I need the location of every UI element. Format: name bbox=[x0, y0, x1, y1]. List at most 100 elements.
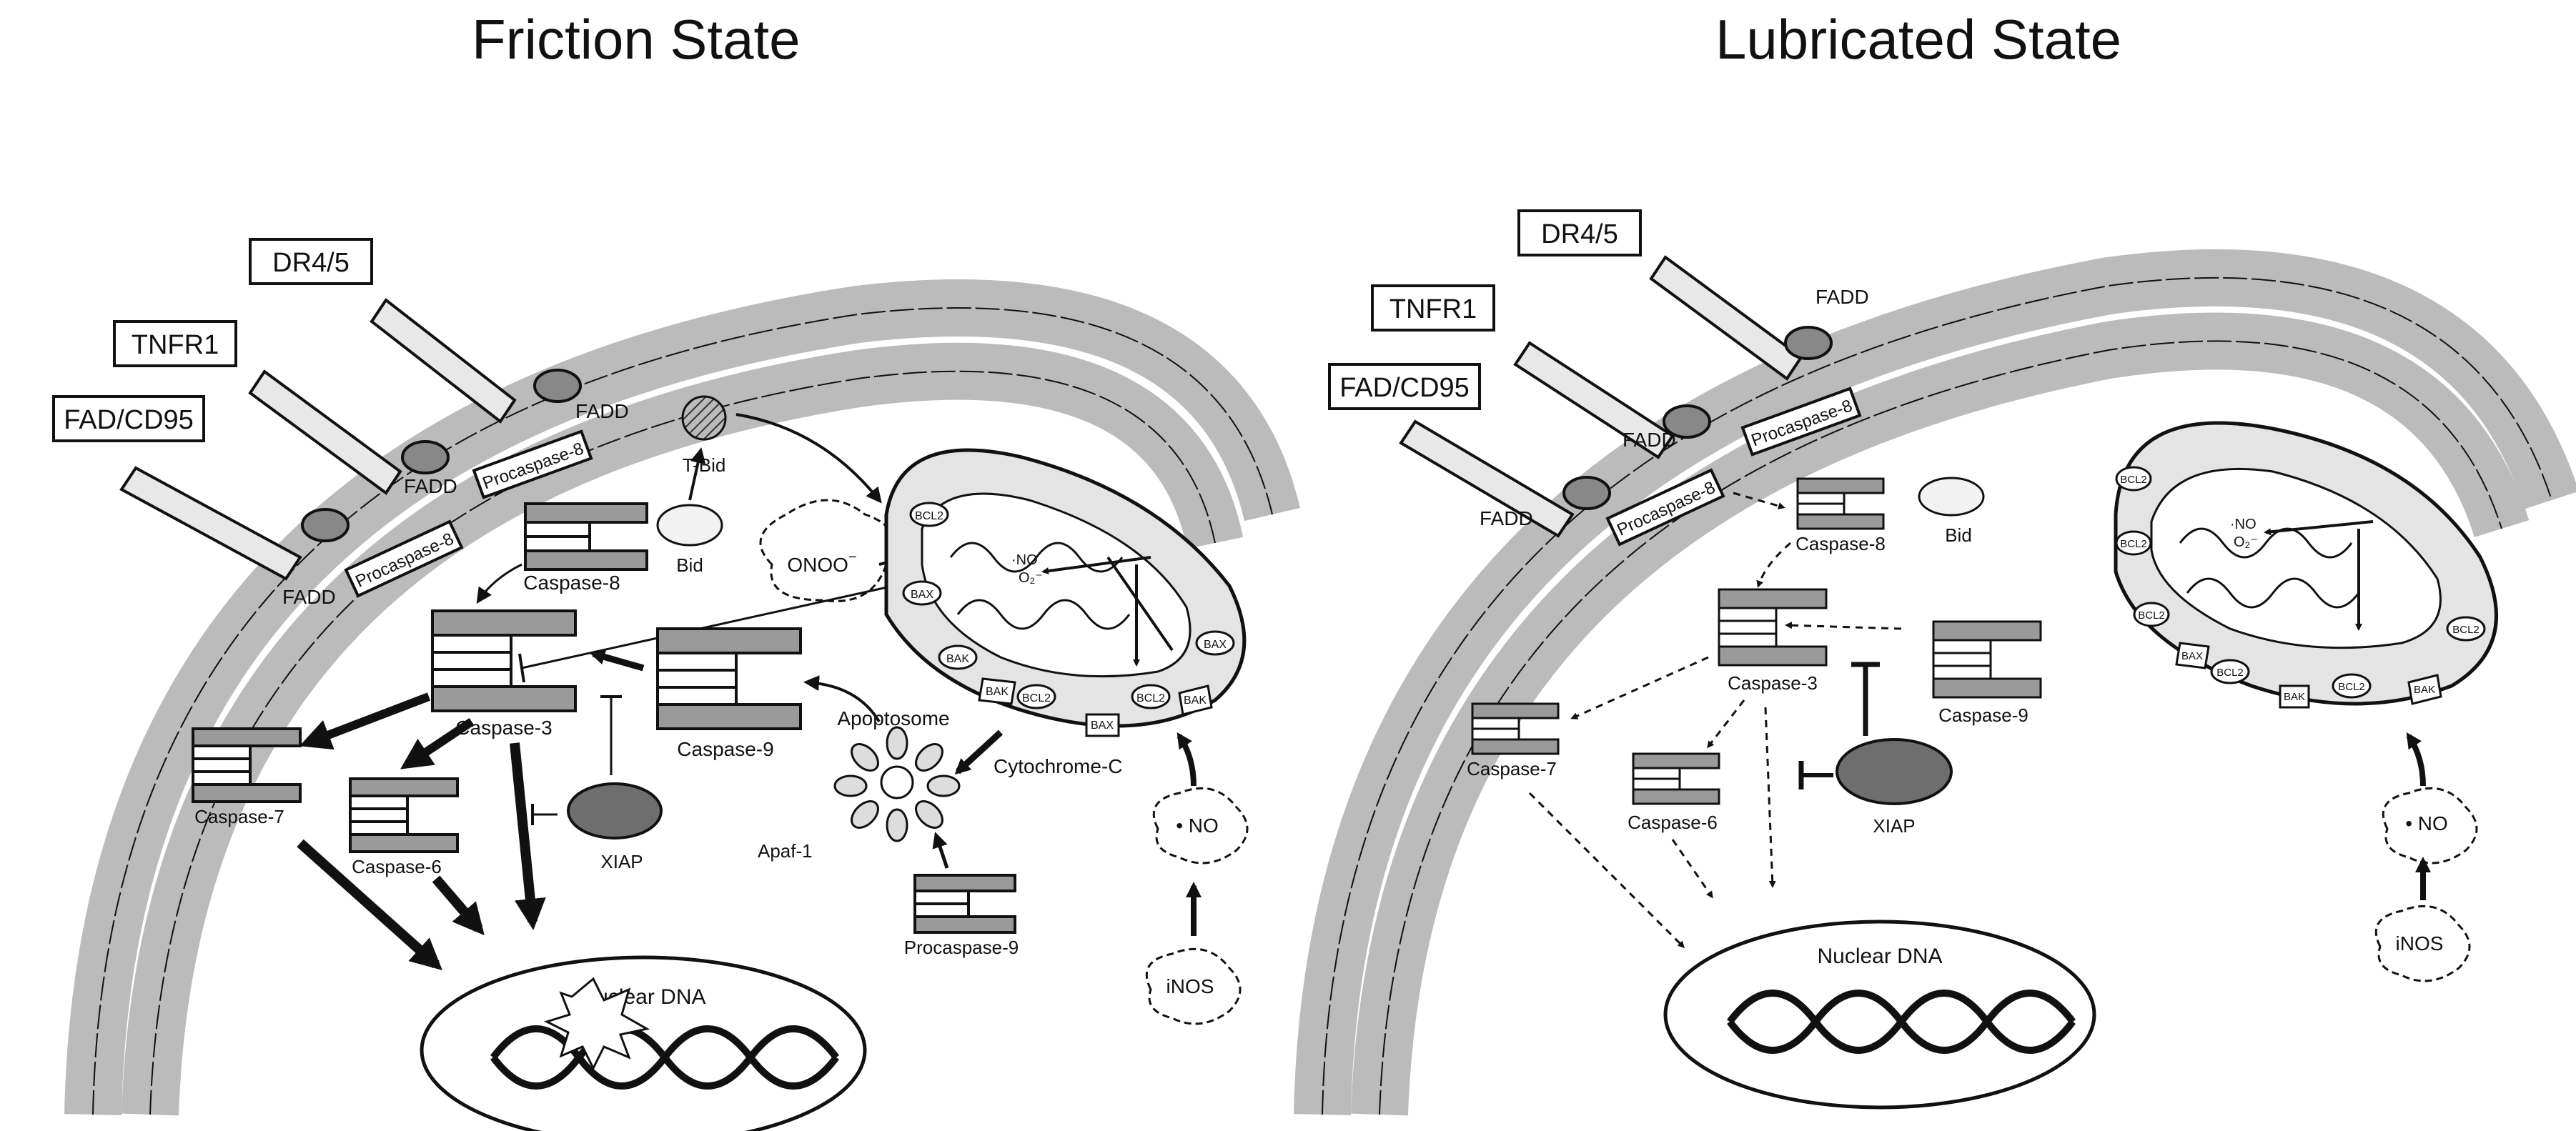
fadd-label-right-3: FADD bbox=[1815, 286, 1869, 308]
inos-label-right: iNOS bbox=[2396, 932, 2444, 955]
dna-helix-right bbox=[1727, 990, 2076, 1054]
cell-membrane-left bbox=[64, 279, 1300, 1116]
cytochrome-c-label-left: Cytochrome-C bbox=[994, 755, 1122, 777]
no-label-right: • NO bbox=[2405, 812, 2448, 834]
fadcd95-label-right: FAD/CD95 bbox=[1328, 363, 1481, 410]
svg-text:BAK: BAK bbox=[986, 686, 1009, 698]
svg-text:·NO: ·NO bbox=[2230, 517, 2257, 532]
svg-text:BCL2: BCL2 bbox=[2120, 538, 2147, 550]
procaspase9-label-left: Procaspase-9 bbox=[904, 937, 1019, 958]
caspase3-glyph-left bbox=[431, 609, 577, 712]
caspase3-glyph-right bbox=[1718, 588, 1828, 667]
caspase9-label-right: Caspase-9 bbox=[1938, 704, 2028, 726]
inos-label-left: iNOS bbox=[1166, 975, 1214, 997]
svg-text:BCL2: BCL2 bbox=[1136, 692, 1165, 704]
caspase7-label-right: Caspase-7 bbox=[1467, 758, 1557, 779]
svg-text:FAD/CD95: FAD/CD95 bbox=[1339, 373, 1470, 403]
procaspase9-glyph-left bbox=[913, 874, 1016, 934]
caspase8-label-right: Caspase-8 bbox=[1795, 533, 1886, 554]
svg-text:BAK: BAK bbox=[2284, 691, 2305, 703]
caspase8-glyph-left bbox=[524, 502, 648, 571]
bid-label-left: Bid bbox=[676, 554, 703, 576]
caspase7-label-left: Caspase-7 bbox=[194, 806, 284, 827]
onoo-label-left: ONOO− bbox=[787, 549, 856, 576]
nucleus-right bbox=[1663, 920, 2096, 1110]
dr45-label-right: DR4/5 bbox=[1517, 209, 1642, 256]
xiap-label-right: XIAP bbox=[1873, 815, 1915, 837]
friction-state-title: Friction State bbox=[472, 8, 801, 71]
svg-text:BCL2: BCL2 bbox=[2338, 681, 2365, 693]
bid-left bbox=[656, 504, 723, 547]
svg-text:BCL2: BCL2 bbox=[2138, 609, 2165, 622]
inos-cloud-right bbox=[2374, 905, 2471, 982]
caspase8-glyph-right bbox=[1796, 477, 1885, 530]
svg-text:BAX: BAX bbox=[1091, 719, 1114, 732]
svg-text:DR4/5: DR4/5 bbox=[272, 248, 350, 278]
xiap-label-left: XIAP bbox=[600, 851, 643, 872]
svg-text:DR4/5: DR4/5 bbox=[1541, 219, 1618, 249]
svg-text:BCL2: BCL2 bbox=[1022, 692, 1051, 704]
caspase3-label-left: Caspase-3 bbox=[455, 717, 552, 739]
caspase6-label-right: Caspase-6 bbox=[1628, 812, 1718, 833]
fadd-label-left-3: FADD bbox=[575, 400, 629, 422]
caspase6-glyph-right bbox=[1632, 752, 1720, 805]
svg-text:BAK: BAK bbox=[1184, 694, 1207, 707]
svg-text:BAK: BAK bbox=[946, 653, 969, 665]
fadcd95-label-left: FAD/CD95 bbox=[52, 395, 205, 442]
xiap-left bbox=[567, 782, 663, 839]
caspase9-label-left: Caspase-9 bbox=[677, 738, 773, 760]
no-cloud-right bbox=[2382, 787, 2478, 865]
xiap-right bbox=[1836, 738, 1953, 805]
svg-text:BAX: BAX bbox=[1204, 639, 1227, 651]
svg-text:BAK: BAK bbox=[2414, 684, 2435, 696]
receptors-left bbox=[119, 298, 582, 581]
dna-damage-burst-left bbox=[544, 977, 650, 1071]
caspase6-label-left: Caspase-6 bbox=[352, 856, 442, 877]
nuclear-dna-label-right: Nuclear DNA bbox=[1817, 945, 1942, 968]
svg-text:·NO: ·NO bbox=[1011, 552, 1038, 568]
caspase6-glyph-left bbox=[349, 777, 459, 853]
caspase7-glyph-left bbox=[192, 727, 302, 803]
caspase8-label-left: Caspase-8 bbox=[523, 572, 620, 594]
mitochondrion-right: ·NO O₂⁻ BCL2 BCL2 BCL2 BCL2 BCL2 BCL2 BA… bbox=[2114, 421, 2498, 709]
inos-cloud-left bbox=[1145, 947, 1242, 1025]
fadd-label-right-1: FADD bbox=[1480, 507, 1533, 529]
svg-text:BAX: BAX bbox=[911, 589, 933, 601]
dna-helix-left bbox=[490, 1025, 839, 1090]
cell-membrane-right bbox=[1294, 249, 2576, 1116]
tbid-label-left: T-Bid bbox=[683, 454, 726, 476]
svg-text:O₂⁻: O₂⁻ bbox=[2234, 534, 2258, 550]
tbid-left bbox=[681, 395, 727, 441]
svg-text:TNFR1: TNFR1 bbox=[132, 330, 219, 360]
svg-text:BCL2: BCL2 bbox=[2452, 624, 2480, 636]
procaspase8-label-left-2: Procaspase-8 bbox=[472, 429, 593, 499]
apoptosome-left bbox=[833, 726, 961, 842]
mitochondrion-left: ·NO O₂⁻ BCL2 BAX BAK BCL2 BCL2 BAX B bbox=[884, 448, 1247, 737]
svg-text:BCL2: BCL2 bbox=[2216, 667, 2244, 679]
apaf1-label-left: Apaf-1 bbox=[758, 840, 813, 862]
tnfr1-label-left: TNFR1 bbox=[113, 320, 237, 367]
friction-panel: DR4/5 TNFR1 FAD/CD95 FADD FADD FADD Proc… bbox=[52, 238, 1300, 1131]
caspase9-glyph-left bbox=[656, 627, 802, 730]
fadd-label-left-2: FADD bbox=[404, 475, 457, 497]
fadd-label-right-2: FADD bbox=[1623, 429, 1676, 451]
no-label-left: • NO bbox=[1176, 814, 1219, 837]
onoo-cloud-left bbox=[759, 499, 895, 602]
svg-text:FAD/CD95: FAD/CD95 bbox=[64, 405, 194, 435]
svg-text:BCL2: BCL2 bbox=[2120, 474, 2147, 486]
lubricated-state-title: Lubricated State bbox=[1715, 8, 2122, 71]
lubricated-panel: DR4/5 TNFR1 FAD/CD95 FADD FADD FADD Proc… bbox=[1294, 209, 2576, 1116]
apoptosome-label-left: Apoptosome bbox=[837, 707, 949, 729]
svg-text:TNFR1: TNFR1 bbox=[1389, 294, 1477, 324]
receptors-right bbox=[1399, 255, 1833, 538]
caspase9-glyph-right bbox=[1932, 620, 2042, 699]
nucleus-left bbox=[420, 955, 867, 1131]
svg-text:BAX: BAX bbox=[2181, 650, 2203, 662]
svg-text:O₂⁻: O₂⁻ bbox=[1019, 570, 1043, 586]
caspase7-glyph-right bbox=[1471, 702, 1560, 755]
tnfr1-label-right: TNFR1 bbox=[1371, 284, 1495, 332]
bid-right bbox=[1918, 477, 1985, 517]
dr45-label-left: DR4/5 bbox=[249, 238, 373, 285]
caspase3-label-right: Caspase-3 bbox=[1728, 672, 1818, 694]
